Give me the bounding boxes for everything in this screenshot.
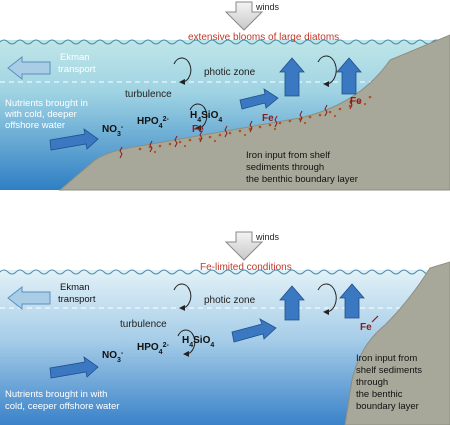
top-ekman-label-1: Ekman	[60, 52, 90, 63]
bottom-ekman-arrow-icon	[7, 285, 51, 311]
bottom-photic-zone-label: photic zone	[204, 295, 256, 306]
top-nutrients-label-2: with cold, deeper	[4, 109, 77, 120]
top-iron-input-label-1: Iron input from shelf	[246, 150, 330, 161]
bottom-headline: Fe-limited conditions	[200, 262, 292, 273]
top-ekman-arrow-icon	[7, 55, 51, 81]
bottom-nutrients-label-1: Nutrients brought in with	[5, 389, 107, 400]
top-fe-label-2: Fe	[262, 113, 274, 124]
top-panel: winds extensive blooms of large diatoms …	[0, 1, 450, 191]
top-nutrients-label-1: Nutrients brought in	[5, 98, 88, 109]
bottom-winds-label: winds	[255, 232, 280, 242]
top-fe-label-3: Fe	[350, 96, 362, 107]
top-ekman-label-2: transport	[58, 64, 96, 75]
bottom-iron-input-label-3: through	[356, 377, 388, 388]
bottom-iron-input-label-4: the benthic	[356, 389, 403, 400]
bottom-upwelling-arrow-2	[231, 318, 277, 343]
top-nutrients-label-3: offshore water	[5, 120, 65, 131]
top-upwelling-arrow-4	[336, 57, 362, 95]
top-sea-surface	[0, 39, 449, 45]
bottom-wind-arrow	[224, 231, 264, 261]
bottom-h4sio4-label: H4SiO4	[182, 335, 214, 349]
top-photic-zone-label: photic zone	[204, 67, 256, 78]
top-no3-label: NO3-	[102, 124, 124, 138]
bottom-nutrients-label-2: cold, ceeper offshore water	[5, 401, 119, 412]
bottom-upwelling-arrow-4	[339, 283, 365, 319]
bottom-iron-input-label-1: Iron input from	[356, 353, 417, 364]
top-turbulence-label: turbulence	[125, 89, 172, 100]
bottom-hpo4-label: HPO42-	[137, 342, 169, 356]
bottom-turbulence-label: turbulence	[120, 319, 167, 330]
bottom-upwelling-arrow-3	[279, 285, 305, 321]
top-benthic-flux-arrows	[119, 97, 353, 159]
bottom-fe-flux-mark	[371, 315, 379, 323]
top-h4sio4-label: H4SiO4	[190, 110, 222, 124]
top-upwelling-arrow-2	[239, 88, 279, 110]
bottom-seawater	[0, 270, 450, 425]
bottom-upwelling-arrow-1	[49, 356, 99, 379]
bottom-iron-input-label-2: shelf sediments	[356, 365, 422, 376]
top-shelf	[58, 34, 450, 191]
bottom-shelf	[344, 261, 450, 425]
bottom-sea-surface	[0, 269, 449, 275]
bottom-iron-input-label-5: boundary layer	[356, 401, 419, 412]
top-headline: extensive blooms of large diatoms	[188, 32, 339, 43]
top-upwelling-arrow-3	[279, 57, 305, 97]
top-upwelling-arrow-1	[49, 128, 99, 151]
bottom-panel: winds Fe-limited conditions Ekman transp…	[0, 231, 450, 425]
top-winds-label: winds	[255, 2, 280, 12]
top-hpo4-label: HPO42-	[137, 116, 169, 130]
top-iron-input-label-3: the benthic boundary layer	[246, 174, 358, 185]
bottom-turbulence-eddies	[173, 283, 337, 357]
top-iron-input-label-2: sediments through	[246, 162, 324, 173]
top-fe-label-1: Fe	[192, 124, 204, 135]
top-wind-arrow	[224, 1, 264, 31]
bottom-ekman-label-2: transport	[58, 294, 96, 305]
bottom-fe-label: Fe	[360, 322, 372, 333]
bottom-ekman-label-1: Ekman	[60, 282, 90, 293]
top-turbulence-eddies	[173, 55, 337, 131]
bottom-no3-label: NO3-	[102, 350, 124, 364]
